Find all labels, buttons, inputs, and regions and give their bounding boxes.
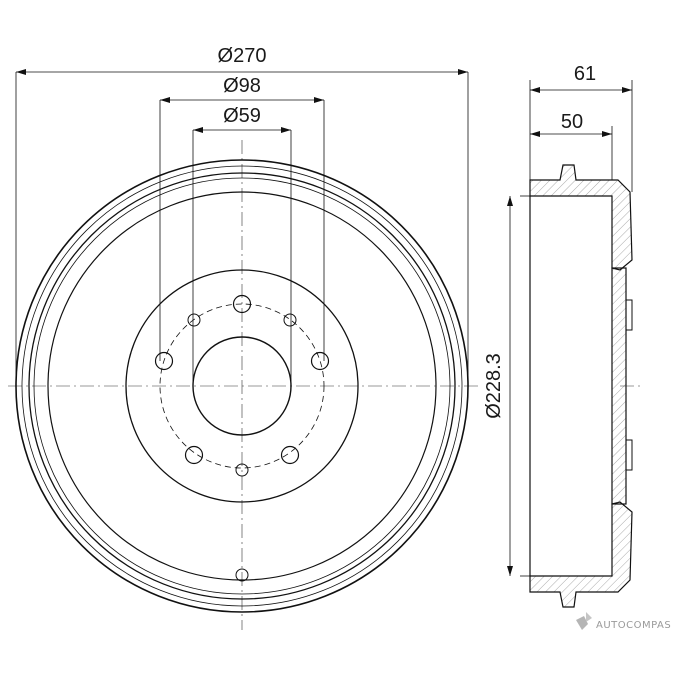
pin-hole	[187, 313, 201, 327]
dimension-center-bore: Ø59	[192, 105, 292, 386]
drum-rim-ring-2	[28, 172, 456, 600]
dimension-pcd: Ø98	[159, 75, 325, 361]
dimension-drum-depth: 50	[530, 111, 613, 180]
inner-diameter-label: Ø228.3	[483, 353, 505, 419]
watermark: AUTOCOMPAS	[576, 612, 671, 631]
bolt-hole	[280, 445, 300, 465]
front-view: Ø270 Ø98 Ø59	[8, 45, 482, 630]
drum-inner-surface	[47, 191, 437, 581]
section-bottom-wall	[529, 501, 633, 608]
outer-diameter-label: Ø270	[218, 45, 267, 67]
dimension-inner-diameter: Ø228.3	[483, 196, 513, 576]
section-top-wall	[529, 164, 633, 271]
side-section-view: Ø228.3 61 50	[483, 63, 640, 608]
dimension-total-height: 61	[529, 63, 633, 192]
bolt-hole	[154, 351, 174, 371]
watermark-text: AUTOCOMPAS	[596, 620, 671, 631]
bolt-holes	[154, 294, 330, 582]
drum-hole	[235, 568, 249, 582]
drum-rim-ring-1	[21, 165, 463, 607]
bolt-circle	[159, 303, 325, 469]
total-height-label: 61	[574, 63, 596, 85]
pin-hole	[283, 313, 297, 327]
hub-face	[125, 269, 359, 503]
center-bore-label: Ø59	[223, 105, 261, 127]
bolt-hole	[310, 351, 330, 371]
drum-depth-label: 50	[561, 111, 583, 133]
pin-hole	[235, 463, 249, 477]
pcd-label: Ø98	[223, 75, 261, 97]
bolt-hole	[232, 294, 252, 314]
dimension-outer-diameter: Ø270	[15, 45, 469, 386]
autocompas-logo-icon	[576, 612, 592, 630]
bolt-hole	[184, 445, 204, 465]
drum-rim-ring-3	[33, 177, 451, 595]
